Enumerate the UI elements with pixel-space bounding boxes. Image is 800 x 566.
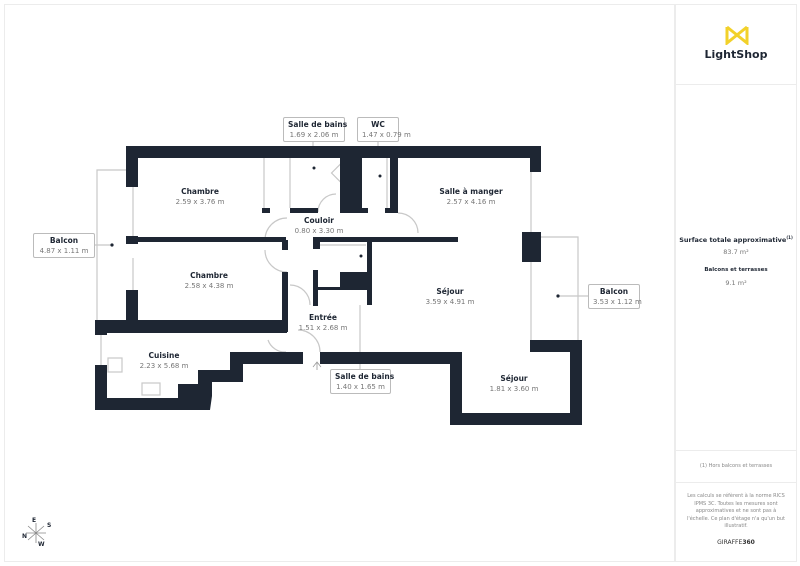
callout-name: Balcon [599, 287, 629, 296]
wall [340, 146, 362, 213]
footnote-section: (1) Hors balcons et terrasses [676, 451, 796, 483]
room-dims: 2.59 x 3.76 m [175, 198, 225, 206]
walls [95, 146, 582, 425]
callout-wc: WC 1.47 x 0.79 m [357, 117, 411, 142]
lightshop-logo-icon [725, 25, 749, 45]
room-dims: 3.59 x 4.91 m [425, 298, 475, 306]
wall [390, 158, 398, 213]
brand-name: LightShop [704, 48, 768, 61]
wall [320, 352, 462, 364]
room-label: Chambre 2.58 x 4.38 m [185, 271, 234, 290]
room-dims: 1.51 x 2.68 m [298, 324, 348, 332]
wall [313, 287, 368, 290]
wall [126, 146, 541, 158]
footer-brand-part2: 360 [742, 539, 755, 546]
room-label: Couloir 0.80 x 3.30 m [295, 216, 344, 235]
wall [570, 340, 582, 425]
room-label: Chambre 2.59 x 3.76 m [176, 187, 225, 206]
floorplan-frame [4, 4, 675, 562]
room-name: Salle à manger [439, 187, 503, 196]
entrance-arrow-icon [312, 361, 322, 370]
wall [367, 237, 372, 305]
room-dims: 0.80 x 3.30 m [294, 227, 344, 235]
callout-balcon-right: Balcon 3.53 x 1.12 m [588, 284, 642, 309]
room-name: Couloir [304, 216, 334, 225]
callout-name: Balcon [49, 236, 79, 245]
callout-salle-de-bains-2: Salle de bains 1.40 x 1.65 m [330, 369, 395, 394]
wall [450, 413, 582, 425]
room-label: Séjour 1.81 x 3.60 m [490, 374, 539, 393]
wall [530, 146, 541, 172]
balcony-right-outline [541, 236, 579, 340]
brand-section: LightShop [676, 5, 796, 85]
callout-dims: 4.87 x 1.11 m [39, 247, 89, 255]
room-dims: 2.23 x 5.68 m [139, 362, 189, 370]
wall [126, 290, 138, 326]
compass-e: E [32, 517, 36, 524]
disclaimer-section: Les calculs se réfèrent à la norme RICS … [676, 483, 796, 563]
total-surface-value: 83.7 m² [723, 248, 749, 256]
callout-salle-de-bains: Salle de bains 1.69 x 2.06 m [283, 117, 348, 142]
wall [126, 146, 138, 187]
room-name: Chambre [181, 187, 219, 196]
total-surface-label: Surface totale approximative [679, 236, 787, 245]
callout-dims: 1.69 x 2.06 m [289, 131, 339, 139]
wall [313, 237, 458, 242]
balcony-left-outline [96, 169, 126, 320]
room-name: Cuisine [148, 351, 180, 360]
wall [362, 208, 368, 213]
callout-name: Salle de bains [335, 372, 395, 381]
room-name: Chambre [190, 271, 228, 280]
wall [282, 272, 288, 332]
info-panel: LightShop Surface totale approximative(1… [675, 4, 797, 562]
balcony-label: Balcons et terrasses [704, 267, 768, 273]
wall [450, 352, 462, 425]
callout-name: Salle de bains [288, 120, 348, 129]
compass-s: S [47, 522, 51, 529]
room-dims: 2.57 x 4.16 m [446, 198, 496, 206]
wall [530, 340, 582, 352]
wall [282, 240, 288, 250]
room-name: Séjour [500, 374, 528, 383]
summary-section: Surface totale approximative(1) 83.7 m² … [676, 85, 796, 451]
room-name: Entrée [309, 313, 337, 322]
wall [126, 237, 286, 242]
callout-name: WC [371, 120, 385, 129]
wall [290, 208, 318, 213]
compass-n: N [22, 533, 27, 540]
giraffe360-logo: GIRAFFE360 [676, 539, 796, 546]
room-label: Cuisine 2.23 x 5.68 m [140, 351, 189, 370]
footnote: (1) Hors balcons et terrasses [699, 463, 773, 469]
room-label: Séjour 3.59 x 4.91 m [426, 287, 475, 306]
room-dims: 2.58 x 4.38 m [184, 282, 234, 290]
wall [340, 272, 372, 288]
wall [385, 208, 398, 213]
room-name: Séjour [436, 287, 464, 296]
wall [313, 237, 320, 249]
callout-dims: 1.47 x 0.79 m [362, 131, 411, 139]
disclaimer: Les calculs se réfèrent à la norme RICS … [686, 493, 786, 529]
compass-w: W [38, 541, 45, 548]
compass [26, 523, 46, 543]
callout-balcon-left: Balcon 4.87 x 1.11 m [33, 233, 95, 258]
total-footnote-mark: (1) [786, 235, 793, 240]
balcony-outlines [95, 140, 588, 396]
wall [95, 352, 303, 410]
footer-brand-part1: GIRAFFE [717, 539, 743, 546]
wall [522, 232, 541, 262]
room-dims: 1.81 x 3.60 m [489, 385, 539, 393]
wall [95, 320, 107, 335]
room-label: Entrée 1.51 x 2.68 m [299, 313, 348, 332]
callout-dims: 3.53 x 1.12 m [593, 298, 642, 306]
wall [262, 208, 270, 213]
callout-dims: 1.40 x 1.65 m [336, 383, 385, 391]
balcony-value: 9.1 m² [725, 279, 747, 287]
wall [95, 320, 287, 333]
room-label: Salle à manger 2.57 x 4.16 m [439, 187, 502, 206]
